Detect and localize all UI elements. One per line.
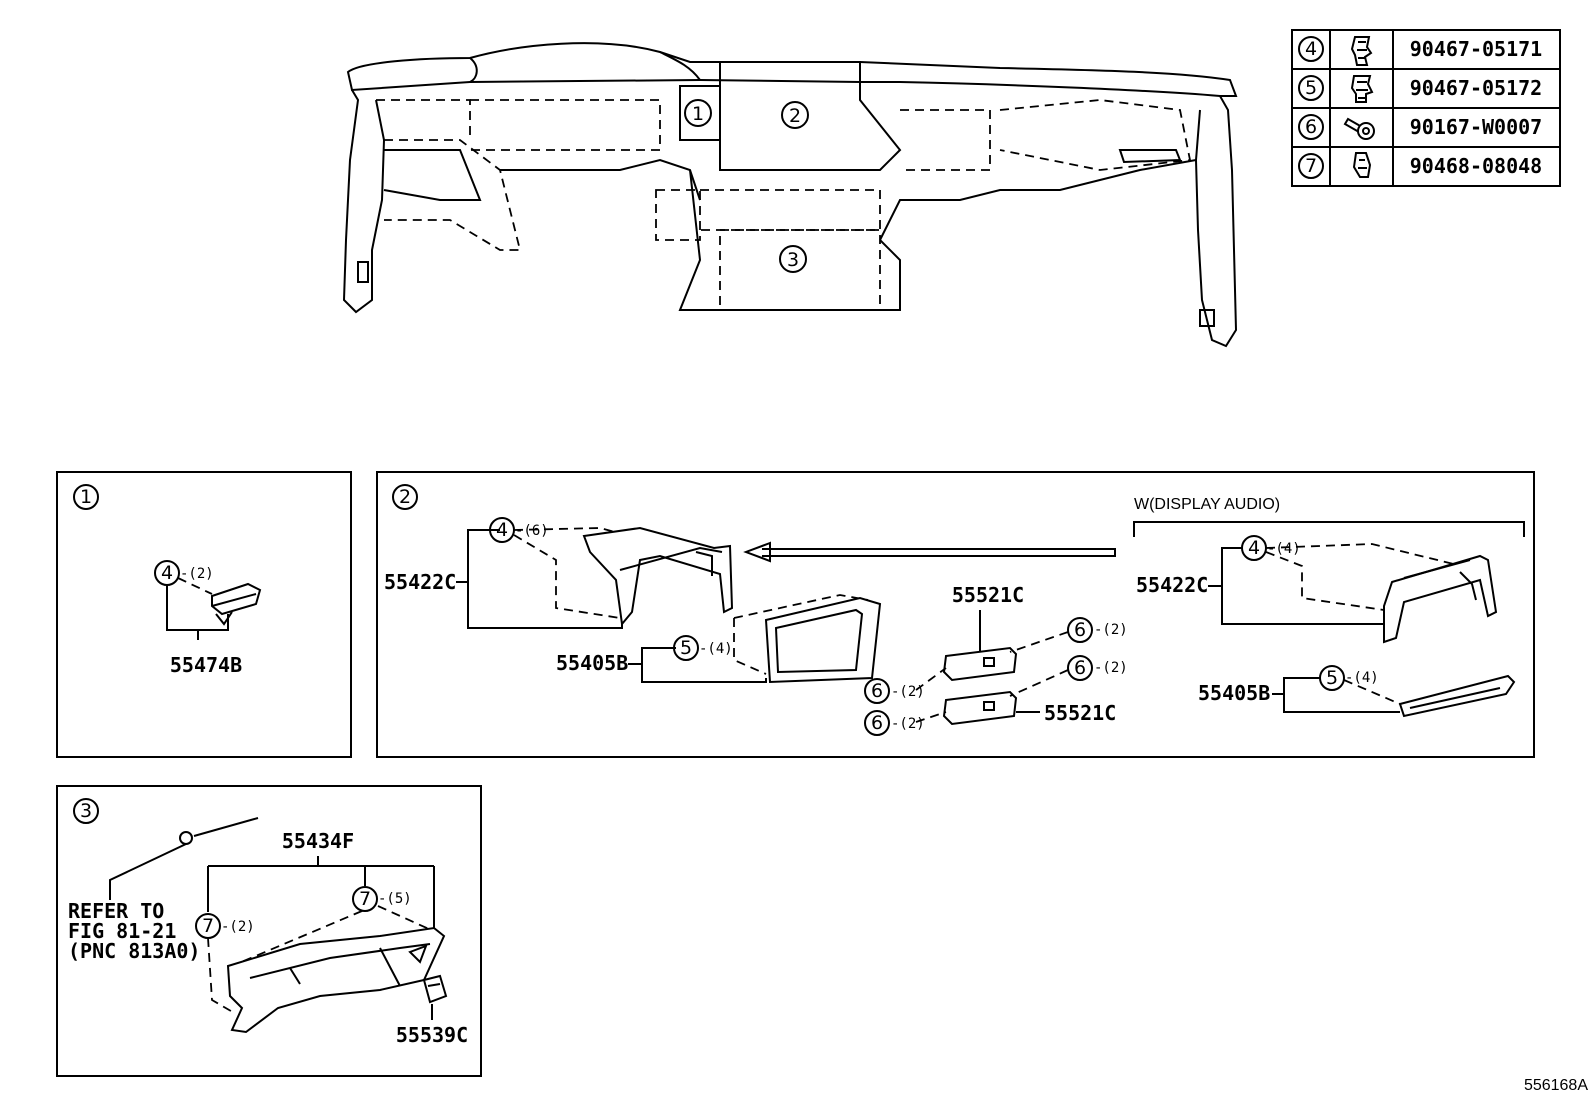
callout-6: 6 <box>864 678 890 704</box>
detail-panel-1: 1 4 -(2) 55474B <box>56 471 352 758</box>
svg-text:4: 4 <box>1248 537 1260 559</box>
quantity: -(6) <box>515 523 549 539</box>
legend-ref: 4 <box>1305 38 1317 60</box>
callout-7-left: 7 <box>195 913 221 939</box>
callout-4: 4 <box>1241 535 1267 561</box>
quantity: -(2) <box>1094 622 1128 638</box>
refer-note-line2: FIG 81-21 <box>68 919 176 943</box>
legend-row: 6 90167-W0007 <box>1298 114 1542 140</box>
legend-ref: 6 <box>1305 116 1317 138</box>
arrow-icon <box>743 541 1116 563</box>
quantity: -(2) <box>891 716 925 732</box>
clip-icon <box>1350 75 1374 103</box>
quantity: -(4) <box>1345 670 1379 686</box>
wire-harness <box>109 817 259 900</box>
panel-number: 1 <box>80 486 92 508</box>
callout-6: 6 <box>1067 617 1093 643</box>
part-label: 55405B <box>1198 681 1270 705</box>
part-label: 55474B <box>170 653 242 677</box>
trim-strip <box>1398 674 1516 718</box>
clip-icon <box>1352 152 1372 178</box>
dashboard-overview: 1 2 3 <box>342 42 1238 348</box>
part-label: 55521C <box>952 583 1024 607</box>
part-label: 55434F <box>282 829 354 853</box>
svg-text:6: 6 <box>1074 619 1086 641</box>
detail-panel-2: 2 55422C 4 -(6) 55405B 5 -(4) <box>376 471 1535 758</box>
svg-text:5: 5 <box>680 637 692 659</box>
part-label: 55521C <box>1044 701 1116 725</box>
vent-part <box>942 646 1018 682</box>
part-label: 55422C <box>384 570 456 594</box>
svg-text:3: 3 <box>787 249 799 271</box>
legend-row: 4 90467-05171 <box>1298 36 1542 66</box>
diagram-id: 556168A <box>1524 1077 1588 1094</box>
callout-5: 5 <box>1319 665 1345 691</box>
quantity: -(4) <box>1267 541 1301 557</box>
svg-text:1: 1 <box>692 103 704 125</box>
callout-4: 4 <box>154 560 180 586</box>
clip-part <box>211 582 262 626</box>
part-label: 55422C <box>1136 573 1208 597</box>
svg-text:2: 2 <box>789 105 801 127</box>
refer-note-line1: REFER TO <box>68 899 164 923</box>
svg-text:7: 7 <box>202 915 214 937</box>
legend-ref: 5 <box>1305 77 1317 99</box>
callout-5: 5 <box>673 635 699 661</box>
overview-callout-1: 1 <box>684 99 712 127</box>
panel-number: 3 <box>80 800 92 822</box>
quantity: -(2) <box>1094 660 1128 676</box>
legend-part-number: 90167-W0007 <box>1410 115 1542 139</box>
part-label: 55539C <box>396 1023 468 1047</box>
legend-row: 5 90467-05172 <box>1298 75 1542 103</box>
variant-label: W(DISPLAY AUDIO) <box>1134 496 1280 513</box>
detail-panel-3: 3 REFER TO FIG 81-21 (PNC 813A0) 55434F … <box>56 785 482 1077</box>
svg-text:6: 6 <box>1074 657 1086 679</box>
svg-text:6: 6 <box>871 712 883 734</box>
part-label: 55405B <box>556 651 628 675</box>
legend-ref: 7 <box>1305 155 1317 177</box>
quantity: -(4) <box>699 641 733 657</box>
quantity: -(2) <box>891 684 925 700</box>
vent-part <box>942 690 1018 726</box>
svg-text:5: 5 <box>1326 667 1338 689</box>
callout-7-right: 7 <box>352 886 378 912</box>
legend-part-number: 90468-08048 <box>1410 154 1542 178</box>
clip-icon <box>1350 36 1373 66</box>
legend-table: 4 90467-05171 5 90467-05172 6 <box>1291 29 1561 187</box>
overview-callout-3: 3 <box>779 245 807 273</box>
svg-text:7: 7 <box>359 888 371 910</box>
bracket-part <box>1383 554 1498 644</box>
svg-text:4: 4 <box>161 562 173 584</box>
screw-icon <box>1343 117 1375 140</box>
legend-row: 7 90468-08048 <box>1298 152 1542 179</box>
quantity: -(5) <box>378 891 412 907</box>
overview-callout-2: 2 <box>781 101 809 129</box>
quantity: -(2) <box>221 919 255 935</box>
bracket-part <box>582 526 734 627</box>
svg-text:6: 6 <box>871 680 883 702</box>
refer-note-line3: (PNC 813A0) <box>68 939 200 963</box>
display-frame <box>764 596 882 684</box>
lower-panel-part <box>226 926 446 1034</box>
legend-part-number: 90467-05171 <box>1410 37 1542 61</box>
callout-6: 6 <box>864 710 890 736</box>
callout-6: 6 <box>1067 655 1093 681</box>
legend-part-number: 90467-05172 <box>1410 76 1542 100</box>
panel-number: 2 <box>399 486 411 508</box>
clip-part <box>422 974 448 1004</box>
svg-text:4: 4 <box>496 519 508 541</box>
quantity: -(2) <box>180 566 214 582</box>
